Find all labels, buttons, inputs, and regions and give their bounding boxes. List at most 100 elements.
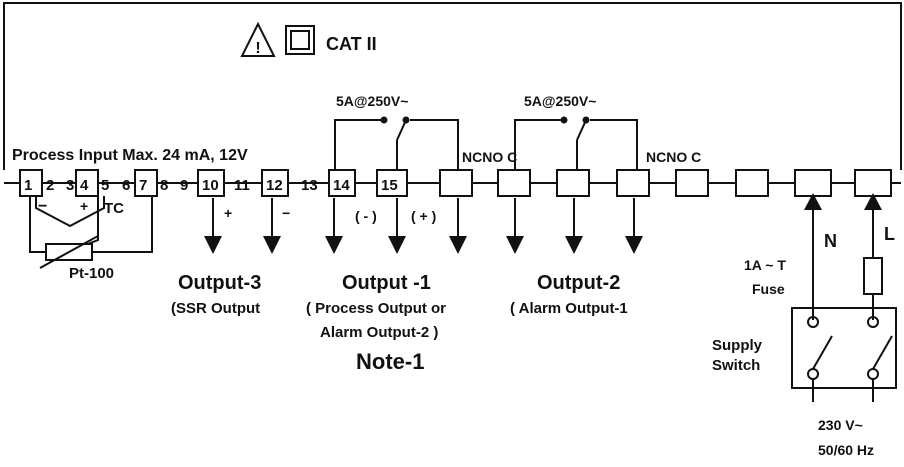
output3-title: Output-3 [178,272,261,294]
line-arrowhead [864,193,882,210]
output1-minus: ( - ) [355,208,377,224]
thermocouple-symbol [35,196,105,228]
double-insulation-inner [290,30,310,50]
process-input-label: Process Input Max. 24 mA, 12V [12,147,248,164]
relay1-wire-no [410,119,459,170]
relay2-wire-no [590,119,638,170]
terminal-box-4 [75,169,99,197]
output1-title: Output -1 [342,272,431,294]
terminal-label-1: 1 [24,177,32,194]
relay1-rating: 5A@250V~ [336,93,408,109]
tc-plus-label: + [80,198,88,214]
switch-n-top-contact [807,316,819,328]
controller-outline [3,2,902,170]
tc-minus-label: − [38,198,47,215]
supply-switch-box [791,307,897,389]
switch-l-blade [872,335,893,370]
output-arrow-head [388,236,406,254]
tc-label: TC [104,200,124,217]
terminal-label-15: 15 [381,177,398,194]
relay2-contact-nc [560,116,568,124]
output-arrows [204,198,643,254]
terminal-relay1-c [556,169,590,197]
output3-subtitle: (SSR Output [171,300,260,317]
terminal-box-12 [261,169,289,197]
supply-frequency: 50/60 Hz [818,442,874,458]
output2-title: Output-2 [537,272,620,294]
switch-n-blade [812,335,833,370]
terminal-label-12: 12 [266,177,283,194]
warning-exclamation: ! [255,40,260,57]
output-arrow-head [506,236,524,254]
neutral-label: N [824,231,837,251]
output-arrow-head [325,236,343,254]
relay2-rating: 5A@250V~ [524,93,596,109]
output1-plus: ( + ) [411,208,436,224]
terminal-box-15 [376,169,408,197]
supply-switch-label-2: Switch [712,357,760,374]
terminal-relay1-nc [439,169,473,197]
terminal-label-10: 10 [202,177,219,194]
output1-subtitle1: ( Process Output or [306,300,446,317]
fuse-symbol [863,257,883,295]
output3-minus: − [282,205,290,221]
terminal-label-8: 8 [160,177,168,194]
double-insulation-icon [285,25,315,55]
terminal-label-11: 11 [234,177,250,194]
switch-l-top-contact [867,316,879,328]
rtd-wire-right [92,196,153,253]
output1-subtitle2: Alarm Output-2 ) [320,324,438,341]
terminal-box-14 [328,169,356,197]
terminal-label-14: 14 [333,177,350,194]
rtd-label: Pt-100 [69,265,114,282]
relay1-wire-nc [334,119,382,170]
terminal-neutral [794,169,832,197]
terminal-relay2-c [735,169,769,197]
supply-voltage: 230 V~ [818,417,863,433]
terminal-label-7: 7 [139,177,147,194]
terminal-relay1-no [497,169,531,197]
terminal-label-5: 5 [101,177,109,194]
output3-plus: + [224,205,232,221]
relay2-wire-nc [514,119,562,170]
rtd-resistor [45,243,93,261]
output-arrow-head [204,236,222,254]
terminal-label-6: 6 [122,177,130,194]
rtd-wire-middle [87,196,99,245]
line-label: L [884,224,895,244]
rtd-wire-left [29,196,46,253]
output-arrow-head [449,236,467,254]
output-arrow-head [263,236,281,254]
terminal-relay2-nc [616,169,650,197]
fuse-rating: 1A ~ T [744,257,786,273]
supply-switch-label-1: Supply [712,337,763,354]
rtd-variable-arrow [39,235,99,269]
relay1-contacts-label: NCNO C [462,149,517,165]
terminal-box-7 [134,169,158,197]
relay2-switch-arm [576,117,588,141]
cat-rating: CAT II [326,34,377,54]
terminal-label-9: 9 [180,177,188,194]
relay2-contacts-label: NCNO C [646,149,701,165]
terminal-line [854,169,892,197]
note-label: Note-1 [356,349,424,374]
relay1-contact-nc [380,116,388,124]
output-arrow-head [625,236,643,254]
terminal-relay2-no [675,169,709,197]
terminal-label-2: 2 [46,177,54,194]
terminal-box-10 [197,169,225,197]
terminal-label-4: 4 [80,177,89,194]
relay1-switch-arm [396,117,408,141]
output-arrow-head [565,236,583,254]
warning-triangle-icon [240,21,276,57]
output2-subtitle: ( Alarm Output-1 [510,300,628,317]
switch-l-bottom-contact [867,368,879,380]
neutral-arrowhead [804,193,822,210]
terminal-label-3: 3 [66,177,74,194]
switch-n-bottom-contact [807,368,819,380]
fuse-label: Fuse [752,281,785,297]
terminal-label-13: 13 [301,177,318,194]
